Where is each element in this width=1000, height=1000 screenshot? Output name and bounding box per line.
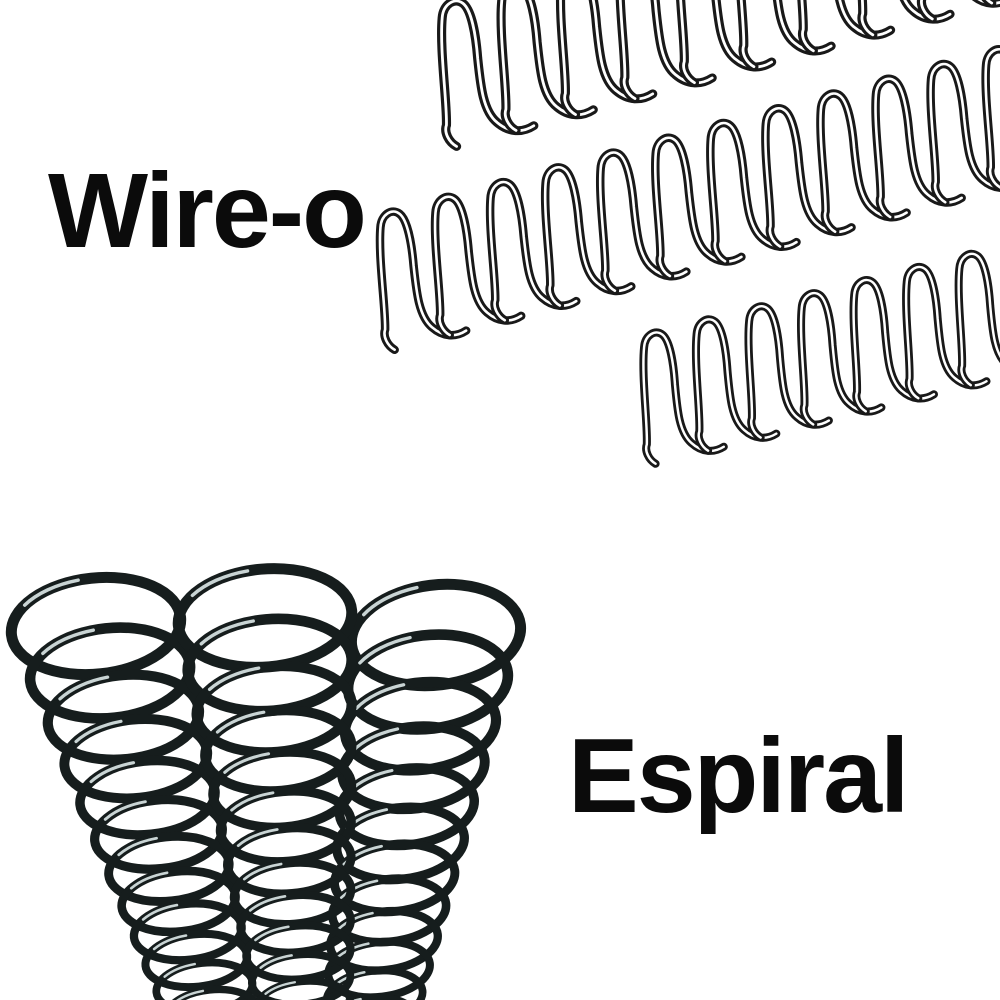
- wire-o-spine-3: [619, 231, 1000, 466]
- wire-o-label: Wire-o: [48, 152, 367, 270]
- wire-o-spines-illustration: [354, 0, 1000, 467]
- spiral-coil-middle: [172, 563, 358, 1000]
- espiral-label: Espiral: [568, 717, 910, 835]
- spiral-coils-illustration: [5, 563, 527, 1000]
